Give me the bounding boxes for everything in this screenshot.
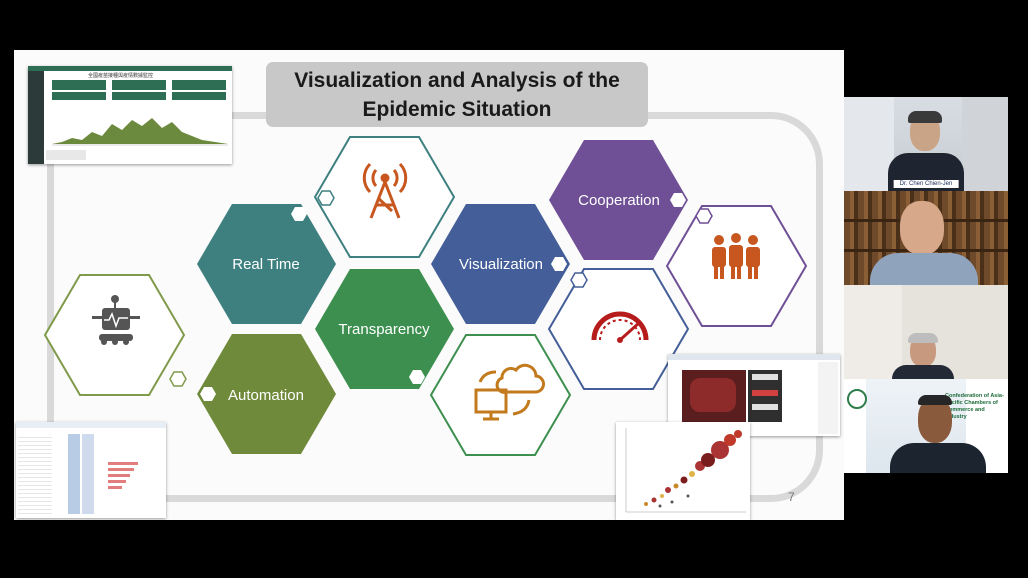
- slide-title-box: Visualization and Analysis of the Epidem…: [266, 62, 648, 127]
- participant-video-1[interactable]: Dr. Chen Chien-Jen: [844, 97, 1008, 191]
- participant-2-head: [900, 201, 944, 255]
- slide-title: Visualization and Analysis of the Epidem…: [294, 68, 620, 121]
- hex-automation-label: Automation: [228, 387, 304, 404]
- participant-video-3[interactable]: [844, 285, 1008, 379]
- hex-cooperation-label: Cooperation: [578, 192, 660, 209]
- hex-transparency: Transparency: [315, 269, 454, 389]
- hex-signal-tower: [313, 136, 456, 258]
- participant-2-shirt: [870, 253, 978, 285]
- presentation-slide: Real Time Automation: [14, 50, 844, 520]
- dashboard-bar-chart: [52, 118, 228, 146]
- participant-4-suit: [890, 443, 986, 473]
- hex-people: [665, 205, 808, 327]
- hex-transparency-label: Transparency: [338, 321, 430, 338]
- hex-visualization: Visualization: [431, 204, 570, 324]
- hex-speedometer: [547, 268, 690, 390]
- spreadsheet-thumbnail: [16, 422, 166, 518]
- dashboard-header: 全國疫苗接種與疫情數據監控: [88, 73, 154, 79]
- organization-logo: [847, 389, 867, 409]
- participant-3-suit: [892, 365, 954, 379]
- speedometer-icon: [591, 311, 649, 343]
- organization-backdrop-text: Confederation of Asia-Pacific Chambers o…: [945, 393, 1004, 420]
- people-group-icon: [712, 233, 760, 279]
- robot-icon: [92, 295, 140, 345]
- slide-page-number: 7: [788, 490, 795, 504]
- bubble-chart: [625, 428, 746, 513]
- participant-video-4[interactable]: Confederation of Asia-Pacific Chambers o…: [844, 379, 1008, 473]
- hex-cooperation: Cooperation: [549, 140, 688, 260]
- hex-real-time-label: Real Time: [232, 256, 300, 273]
- cloud-computer-sync-icon: [474, 363, 545, 421]
- dashboard-thumbnail: 全國疫苗接種與疫情數據監控: [28, 66, 232, 164]
- signal-tower-icon: [362, 162, 408, 219]
- participant-video-2[interactable]: [844, 191, 1008, 285]
- hex-robot: [43, 274, 187, 396]
- hex-real-time: Real Time: [197, 204, 336, 324]
- bubble-chart-thumbnail: [616, 422, 750, 520]
- participant-1-nameplate: Dr. Chen Chien-Jen: [893, 180, 959, 188]
- hex-cloud-sync: [429, 334, 572, 456]
- hex-visualization-label: Visualization: [459, 256, 543, 273]
- hex-automation: Automation: [197, 334, 336, 454]
- hexagon-diagram: Real Time Automation: [43, 136, 808, 456]
